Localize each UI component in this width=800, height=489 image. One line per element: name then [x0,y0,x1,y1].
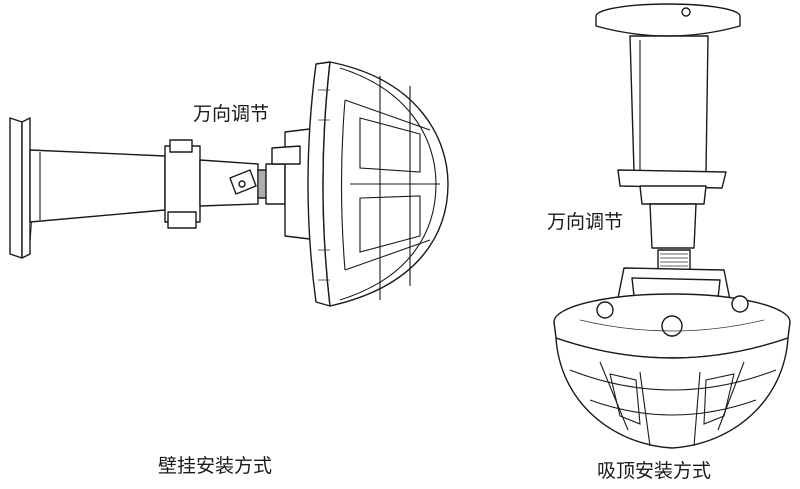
wall-universal-adjust-label: 万向调节 [193,103,270,125]
ceiling-camera-dome [553,293,791,449]
wall-mount-mode-caption: 壁挂安装方式 [158,455,273,477]
wall-bracket-plate [9,117,33,259]
ceiling-universal-joint [617,203,731,301]
wall-bracket-arm [29,139,201,229]
ceiling-universal-adjust-label: 万向调节 [547,211,624,233]
ceiling-bracket-plate [595,3,741,37]
ceiling-bracket-arm [617,35,727,205]
ceiling-mount-mode-caption: 吸顶安装方式 [597,460,712,482]
wall-camera-dome [307,61,449,307]
